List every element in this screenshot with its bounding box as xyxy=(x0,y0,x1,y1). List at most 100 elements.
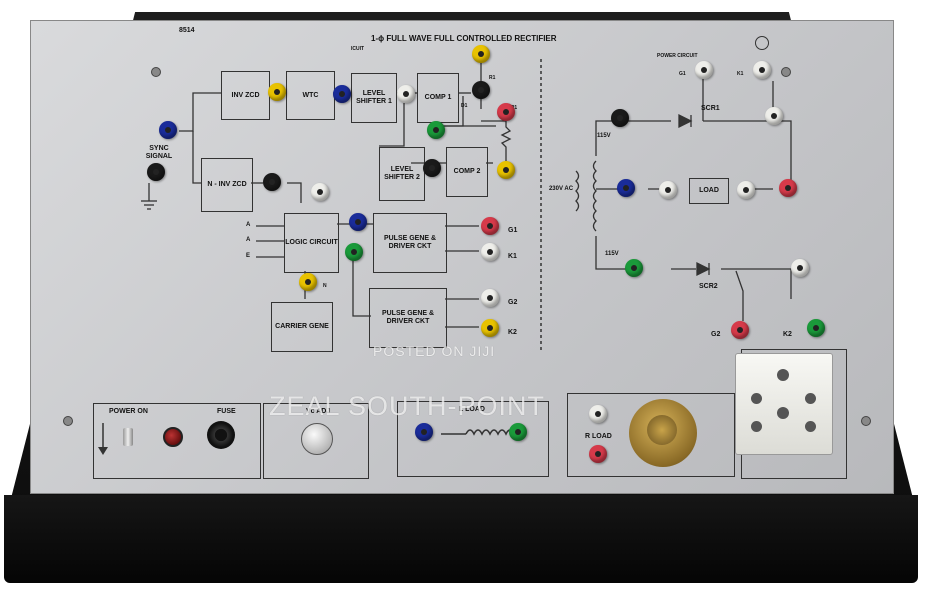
level-shifter-1-block: LEVEL SHIFTER 1 xyxy=(351,73,397,123)
k2-right-label: K2 xyxy=(783,331,792,338)
g1-label: G1 xyxy=(508,227,518,234)
g1-socket[interactable] xyxy=(481,217,499,235)
logo-icon xyxy=(755,36,769,50)
input-a1-label: A xyxy=(246,222,251,228)
lamp-holder-socket xyxy=(647,415,677,445)
fuse-label: FUSE xyxy=(217,408,236,415)
section-label: ICUIT xyxy=(351,46,365,52)
r1-socket[interactable] xyxy=(472,81,490,99)
power-indicator-lamp xyxy=(163,427,183,447)
sync-signal-socket[interactable] xyxy=(159,121,177,139)
outlet-hole xyxy=(751,393,762,404)
r-load-bottom-socket[interactable] xyxy=(589,445,607,463)
case-front-edge xyxy=(4,495,918,583)
pulse-gene-1-block: PULSE GENE & DRIVER CKT xyxy=(373,213,447,273)
outlet-hole xyxy=(777,407,789,419)
k1-label: K1 xyxy=(508,253,517,260)
k2-label: K2 xyxy=(508,329,517,336)
comp-2-block: COMP 2 xyxy=(446,147,488,197)
load-right-socket[interactable] xyxy=(737,181,755,199)
outlet-hole xyxy=(751,421,762,432)
outlet-hole xyxy=(805,421,816,432)
circuit-wiring xyxy=(98,59,792,455)
scr1-label: SCR1 xyxy=(701,105,720,112)
level-shifter-1-output-socket[interactable] xyxy=(397,85,415,103)
fuse-holder[interactable] xyxy=(207,421,235,449)
pulse-gene-2-block: PULSE GENE & DRIVER CKT xyxy=(369,288,447,348)
wtc-block: WTC xyxy=(286,71,335,120)
level-shifter-2-block: LEVEL SHIFTER 2 xyxy=(379,147,425,201)
d1-output-socket[interactable] xyxy=(427,121,445,139)
comp-2-output-socket[interactable] xyxy=(497,161,515,179)
transformer-center-socket[interactable] xyxy=(617,179,635,197)
input-n-label: N xyxy=(323,283,327,289)
outlet-hole xyxy=(805,393,816,404)
load-block: LOAD xyxy=(689,178,729,204)
l-load-section xyxy=(397,401,549,477)
k2-socket[interactable] xyxy=(481,319,499,337)
comp-1-block: COMP 1 xyxy=(417,73,459,123)
vc-adj-label: Vc ADJ xyxy=(306,408,331,415)
n-inv-zcd-output-socket[interactable] xyxy=(263,173,281,191)
inv-zcd-output-socket[interactable] xyxy=(268,83,286,101)
transformer-top-socket[interactable] xyxy=(611,109,629,127)
screw-icon xyxy=(861,416,871,426)
scr1-gate-socket[interactable] xyxy=(695,61,713,79)
g2-label: G2 xyxy=(508,299,518,306)
power-switch[interactable] xyxy=(123,428,133,446)
input-e-label: E xyxy=(246,253,251,259)
power-on-label: POWER ON xyxy=(109,408,148,415)
n-inv-zcd-block: N - INV ZCD xyxy=(201,158,253,212)
power-section xyxy=(93,403,261,479)
front-panel: 8514 1-ϕ FULL WAVE FULL CONTROLLED RECTI… xyxy=(30,20,894,494)
load-left-socket[interactable] xyxy=(659,181,677,199)
d1-label: D1 xyxy=(461,103,468,109)
r1-label: R1 xyxy=(489,75,496,81)
screw-icon xyxy=(781,67,791,77)
p1-socket[interactable] xyxy=(497,103,515,121)
carrier-input-socket[interactable] xyxy=(299,273,317,291)
load-output-socket[interactable] xyxy=(779,179,797,197)
v115-bottom-label: 115V xyxy=(605,251,619,257)
vc-adjust-section xyxy=(263,403,369,479)
r-load-section xyxy=(567,393,735,477)
k1-socket[interactable] xyxy=(481,243,499,261)
k1-right-label: K1 xyxy=(737,71,744,77)
input-a2-label: A xyxy=(246,237,251,243)
ground-socket[interactable] xyxy=(147,163,165,181)
v230-label: 230V AC xyxy=(548,186,574,192)
logic-circuit-block: LOGIC CIRCUIT xyxy=(284,213,339,273)
scr1-cathode-socket[interactable] xyxy=(753,61,771,79)
carrier-gene-block: CARRIER GENE xyxy=(271,302,333,352)
level-shifter-2-output-socket[interactable] xyxy=(423,159,441,177)
scr2-cathode-socket[interactable] xyxy=(807,319,825,337)
k1-junction-socket[interactable] xyxy=(765,107,783,125)
screw-icon xyxy=(151,67,161,77)
comp-1-output-socket[interactable] xyxy=(472,45,490,63)
wtc-output-socket[interactable] xyxy=(333,85,351,103)
model-number: 8514 xyxy=(179,27,195,34)
panel-title: 1-ϕ FULL WAVE FULL CONTROLLED RECTIFIER xyxy=(371,34,557,43)
outlet-hole xyxy=(777,369,789,381)
v115-top-label: 115V xyxy=(597,133,611,139)
scr2-junction-socket[interactable] xyxy=(791,259,809,277)
brand-watermark: ZEAL SOUTH-POINT xyxy=(269,391,546,421)
l-load-left-socket[interactable] xyxy=(415,423,433,441)
r-load-top-socket[interactable] xyxy=(589,405,607,423)
logic-output-2-socket[interactable] xyxy=(345,243,363,261)
scr2-gate-socket[interactable] xyxy=(731,321,749,339)
logic-input-socket[interactable] xyxy=(311,183,329,201)
g2-socket[interactable] xyxy=(481,289,499,307)
g1-right-label: G1 xyxy=(679,71,686,77)
inv-zcd-block: INV ZCD xyxy=(221,71,270,120)
g2-right-label: G2 xyxy=(711,331,721,338)
posted-watermark: POSTED ON JIJI xyxy=(373,343,496,359)
logic-output-socket[interactable] xyxy=(349,213,367,231)
scr2-label: SCR2 xyxy=(699,283,718,290)
power-circuit-label: POWER CIRCUIT xyxy=(657,53,698,59)
sync-signal-label: SYNC SIGNAL xyxy=(145,145,173,160)
vc-adj-knob[interactable] xyxy=(301,423,333,455)
transformer-bottom-socket[interactable] xyxy=(625,259,643,277)
r-load-label: R LOAD xyxy=(585,433,612,440)
l-load-right-socket[interactable] xyxy=(509,423,527,441)
